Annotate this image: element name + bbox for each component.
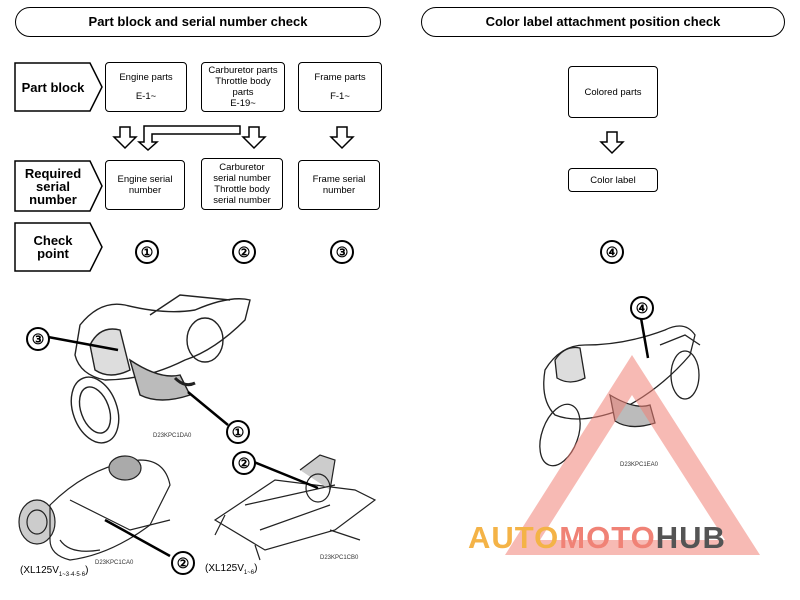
down-arrows [112,125,625,155]
required-serial-label: Required serial number [14,160,103,212]
figure-callout-1: ① [226,420,250,444]
callout-line-3 [47,335,119,352]
watermark-triangle [505,355,760,555]
down-arrow-engine [112,126,138,150]
check-point-2: ② [232,240,256,264]
callout-line-2a [104,518,171,558]
left-header: Part block and serial number check [15,7,381,37]
figure-code-2: D23KPC1CA0 [95,560,134,566]
figure-code-1: D23KPC1DA0 [153,433,192,439]
motorcycle-left-drawing [70,294,251,444]
frame-right-drawing [213,454,377,561]
figure-callout-4: ④ [630,296,654,320]
down-arrow-frame [329,126,355,150]
check-point-4: ④ [600,240,624,264]
check-point-label: Check point [14,222,103,272]
model-label-left: (XL125V1~3·4·5·6) [20,565,89,578]
serial-engine: Engine serial number [105,160,185,210]
watermark-text: AUTOMOTOHUB [468,520,726,555]
check-point-3: ③ [330,240,354,264]
color-label-box: Color label [568,168,658,192]
model-label-right: (XL125V1~6) [205,563,258,576]
right-header: Color label attachment position check [421,7,785,37]
figure-code-4: D23KPC1EA0 [620,462,659,468]
colored-parts-box: Colored parts [568,66,658,118]
down-arrow-carburetor [241,126,267,150]
part-block-label: Part block [14,62,103,112]
figure-callout-2b: ② [232,451,256,475]
figure-code-3: D23KPC1CB0 [320,555,359,561]
figure-callout-3: ③ [26,327,50,351]
bent-arrow [137,125,241,152]
callout-line-2b [253,460,319,490]
serial-frame: Frame serial number [298,160,380,210]
figure-callout-2a: ② [171,551,195,575]
serial-carburetor: Carburetor serial number Throttle body s… [201,158,283,210]
down-arrow-color [599,131,625,155]
engine-left-drawing [18,455,171,561]
callout-line-1 [187,391,229,426]
check-point-1: ① [135,240,159,264]
callout-line-4 [639,317,650,359]
